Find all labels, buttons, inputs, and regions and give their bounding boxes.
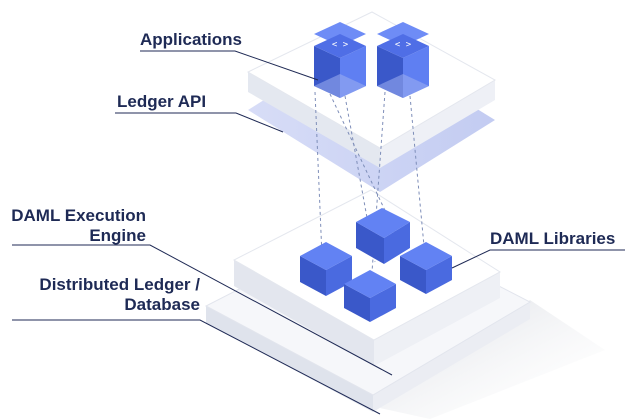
- label-daml-execution-engine: DAML Execution Engine: [0, 206, 146, 246]
- label-applications: Applications: [140, 30, 243, 49]
- execution-engine-platform: [232, 189, 501, 366]
- library-cube-left: [300, 242, 352, 296]
- library-cube-back: [356, 208, 410, 264]
- library-cube-front: [344, 270, 396, 322]
- label-daml-execution-line1: DAML Execution: [11, 206, 146, 225]
- app-block-left: [314, 22, 366, 98]
- label-daml-execution-line2: Engine: [89, 226, 146, 245]
- label-daml-libraries: DAML Libraries: [490, 229, 616, 248]
- code-brackets-icon: < >: [332, 40, 349, 50]
- code-brackets-icon: < >: [395, 40, 412, 50]
- app-block-right: [377, 22, 429, 98]
- stack-shadow: [380, 300, 605, 419]
- label-ledger-api: Ledger API: [117, 92, 207, 111]
- library-cube-right: [400, 242, 452, 294]
- leader-lines: [12, 50, 625, 415]
- label-distributed-ledger-line2: Database: [124, 295, 200, 314]
- label-distributed-ledger-line1: Distributed Ledger /: [39, 275, 200, 294]
- applications-platform: [246, 11, 497, 168]
- label-distributed-ledger: Distributed Ledger / Database: [0, 275, 200, 315]
